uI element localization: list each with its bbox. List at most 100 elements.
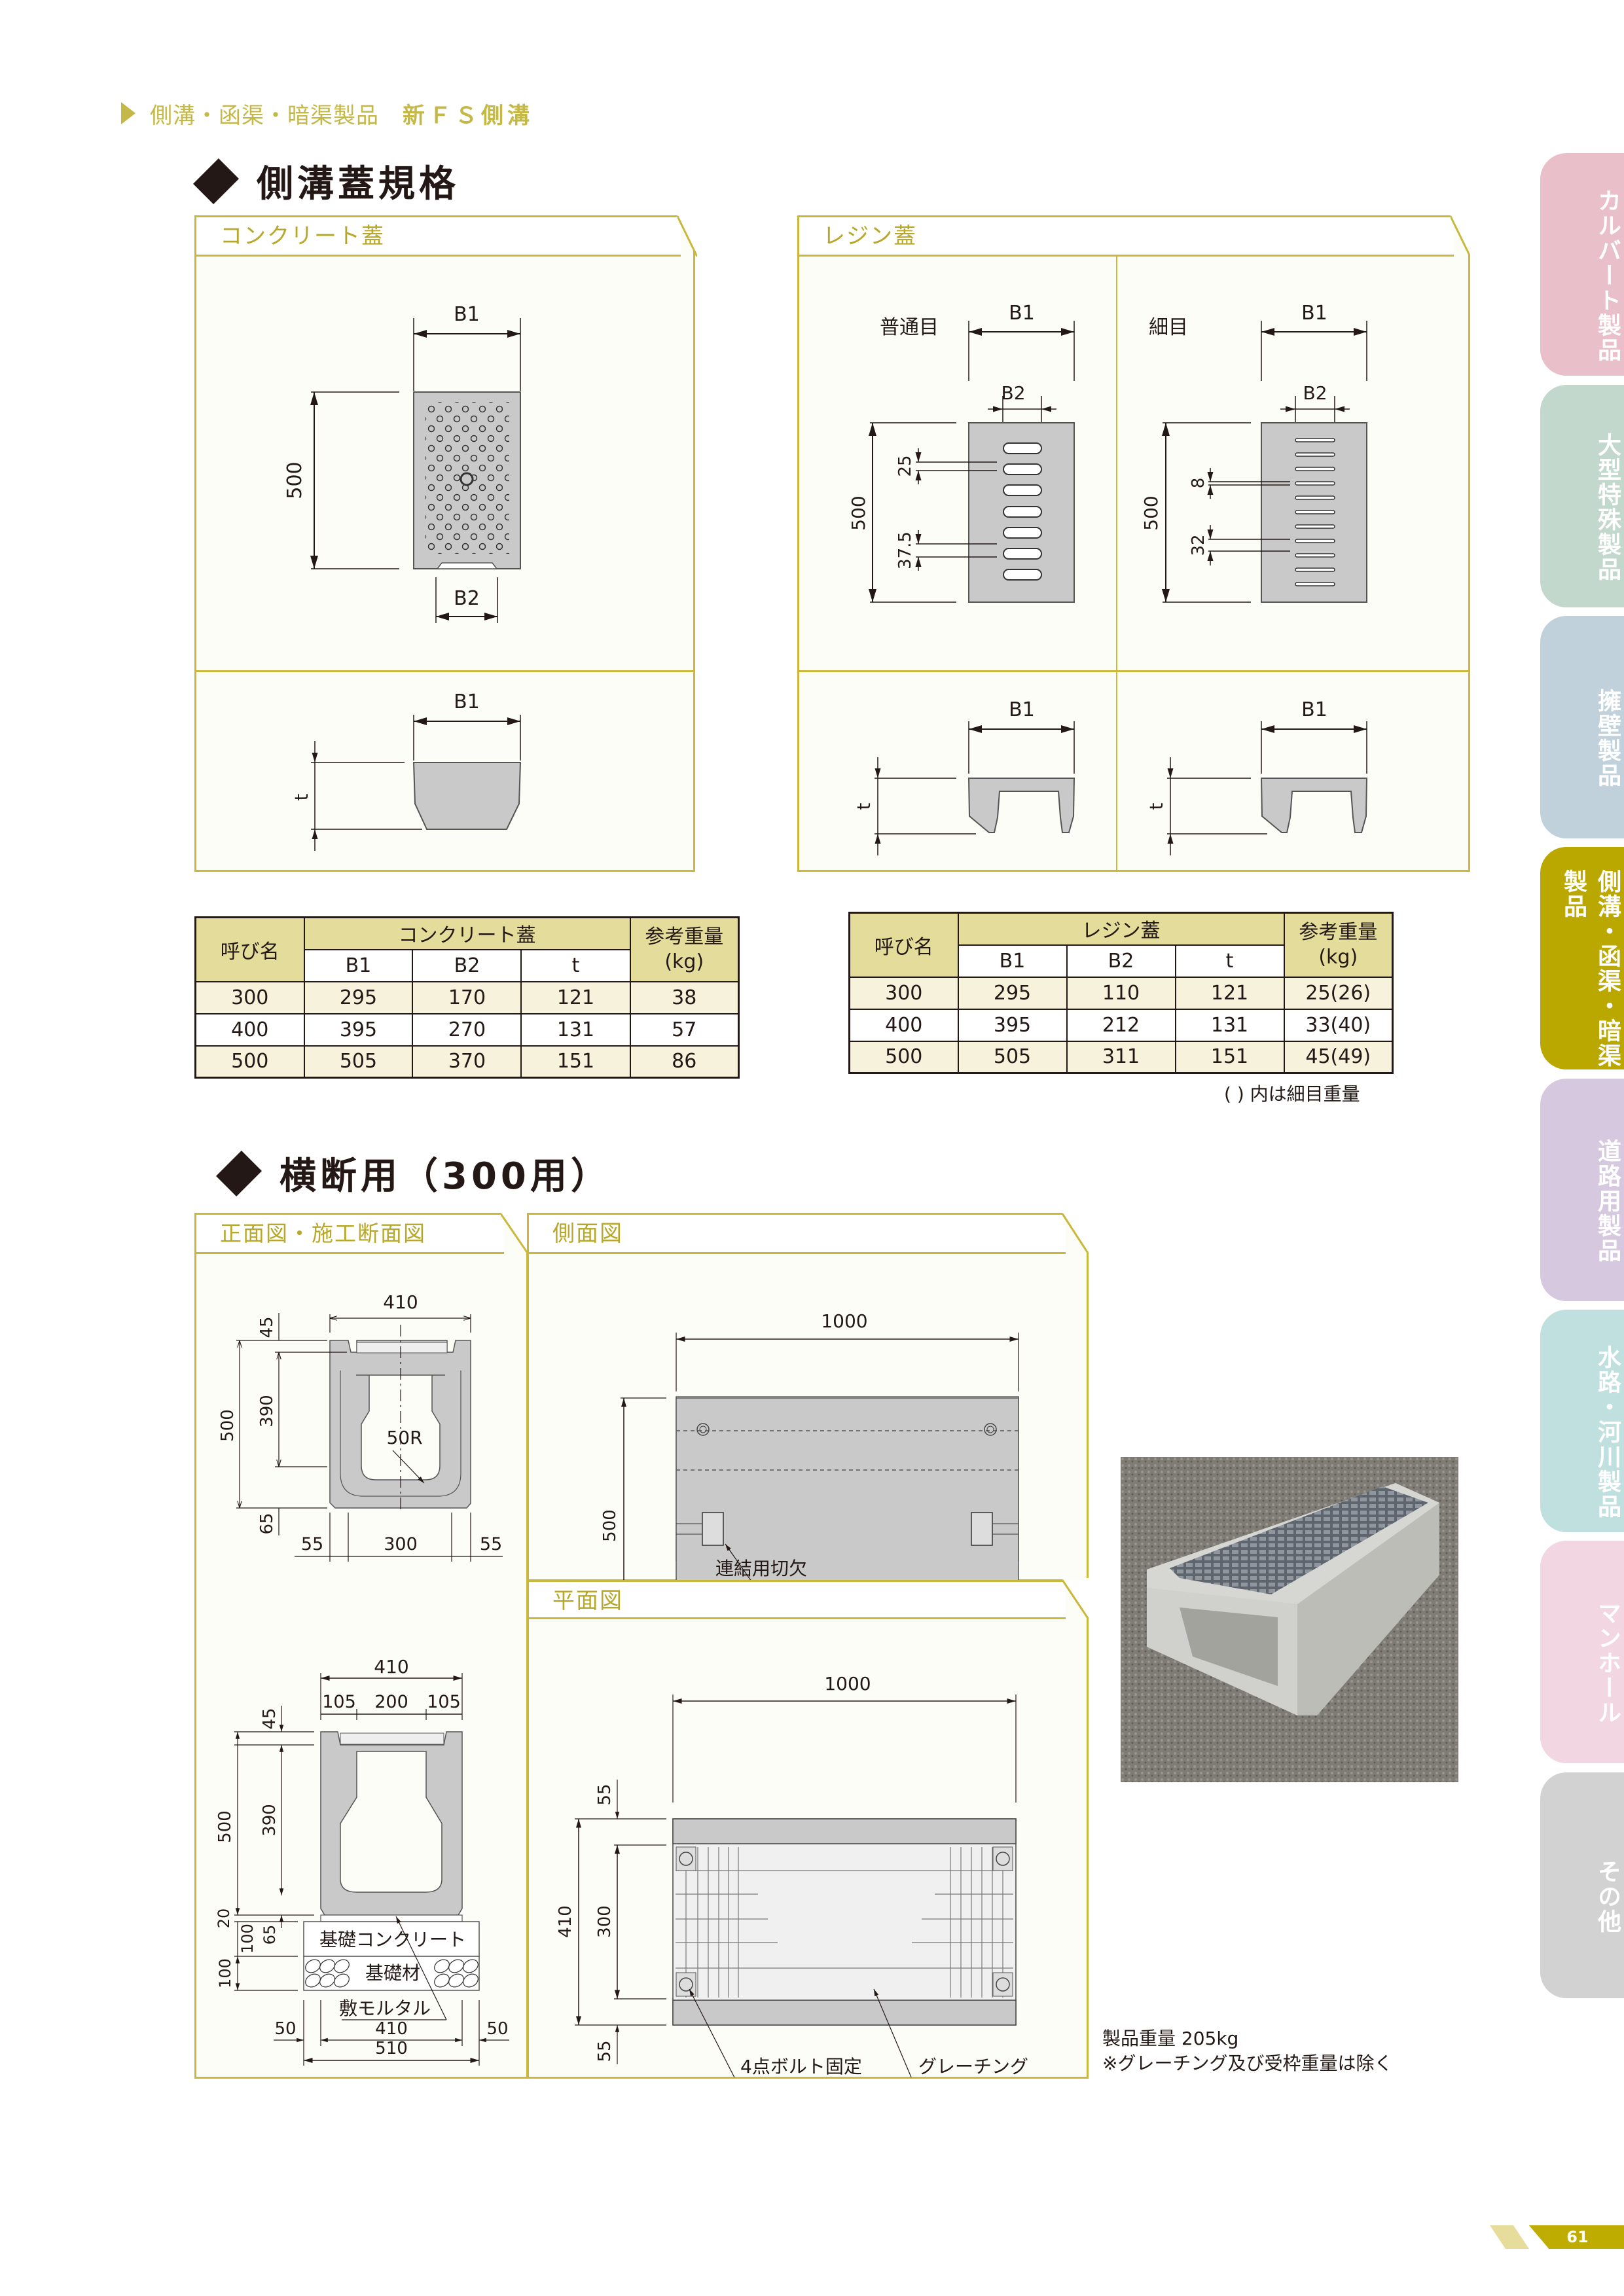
col-name-header: 呼び名 [194, 916, 305, 982]
svg-text:410: 410 [375, 2019, 408, 2039]
section-title-text: 側溝蓋規格 [257, 163, 460, 206]
side-tab-manhole[interactable]: マンホール [1540, 1541, 1624, 1763]
svg-text:45: 45 [257, 1316, 277, 1338]
panel-header: レジン蓋 [799, 217, 1454, 257]
svg-text:1000: 1000 [821, 1310, 867, 1332]
concrete-lid-panel: コンクリート蓋 B1 500 B2 B1 t [194, 215, 697, 872]
svg-text:105: 105 [322, 1692, 356, 1712]
svg-text:500: 500 [283, 461, 306, 499]
front-section-panel: 正面図・施工断面図 410 50R 500 45 390 65 [194, 1213, 528, 2079]
diamond-bullet-icon [215, 1150, 262, 1196]
triangle-right-icon [121, 102, 135, 124]
svg-text:410: 410 [556, 1905, 575, 1938]
svg-text:45: 45 [260, 1708, 280, 1729]
svg-text:55: 55 [480, 1534, 502, 1554]
svg-text:t: t [291, 793, 312, 800]
svg-text:B1: B1 [1301, 302, 1327, 325]
svg-text:65: 65 [257, 1513, 277, 1534]
svg-text:500: 500 [218, 1409, 238, 1442]
svg-text:B2: B2 [454, 587, 480, 610]
section-title-lid-spec: 側溝蓋規格 [192, 154, 460, 207]
svg-text:105: 105 [427, 1692, 461, 1712]
panel-corner [501, 1213, 528, 1254]
col-t: t [1174, 944, 1285, 978]
panel-header: 正面図・施工断面図 [196, 1215, 504, 1254]
resin-table-note: ( ) 内は細目重量 [1224, 1083, 1360, 1105]
svg-text:B1: B1 [454, 691, 480, 713]
product-photo-illustration [1121, 1457, 1458, 1782]
svg-text:55: 55 [595, 1784, 615, 1805]
svg-text:390: 390 [257, 1395, 277, 1427]
side-tab-other[interactable]: その他 [1540, 1772, 1624, 1998]
panel-corner [1062, 1213, 1089, 1254]
side-tab-waterway[interactable]: 水路・河川製品 [1540, 1310, 1624, 1532]
col-b2: B2 [412, 948, 522, 982]
svg-text:37.5: 37.5 [895, 531, 915, 569]
col-b1: B1 [957, 944, 1068, 978]
side-tab-large-special[interactable]: 大型特殊製品 [1540, 385, 1624, 607]
col-b2: B2 [1066, 944, 1176, 978]
svg-text:t: t [1146, 802, 1167, 810]
panel-corner [677, 215, 697, 257]
page-number: 61 [1566, 2228, 1589, 2246]
side-tab-retaining-wall[interactable]: 擁壁製品 [1540, 616, 1624, 838]
plan-view-panel: 平面図 1000 410 55 300 [527, 1578, 1089, 2079]
svg-text:390: 390 [260, 1804, 280, 1837]
panel-column-divider [1116, 257, 1117, 870]
svg-text:敷モルタル: 敷モルタル [339, 1998, 431, 2019]
svg-text:500: 500 [1140, 495, 1162, 530]
panel-corner [1062, 1578, 1089, 1619]
breadcrumb-category: 側溝・函渠・暗渠製品 [150, 102, 379, 129]
svg-text:B1: B1 [1009, 302, 1035, 325]
svg-text:B1: B1 [1301, 698, 1327, 721]
svg-text:t: t [853, 802, 875, 810]
side-tab-gutter-active[interactable]: 側溝・函渠・暗渠製品 [1540, 847, 1624, 1069]
col-group-header: レジン蓋 [957, 912, 1285, 946]
plan-view-drawing: 1000 410 55 300 55 4点ボルト固定 [556, 1673, 1028, 2077]
svg-text:200: 200 [374, 1692, 408, 1712]
svg-text:500: 500 [215, 1810, 235, 1843]
col-b1: B1 [303, 948, 414, 982]
svg-text:300: 300 [595, 1905, 615, 1938]
resin-lid-drawing: 普通目 B1 B2 500 25 37.5 細目 [848, 302, 1368, 855]
resin-lid-panel: レジン蓋 普通目 B1 B2 500 25 [797, 215, 1470, 872]
svg-text:100: 100 [238, 1924, 257, 1954]
side-tab-culvert[interactable]: カルバート製品 [1540, 153, 1624, 376]
col-weight-header: 参考重量(kg) [1283, 912, 1394, 978]
svg-text:55: 55 [595, 2040, 615, 2062]
panel-header: 側面図 [529, 1215, 1066, 1254]
diamond-bullet-icon [192, 158, 240, 204]
panel-divider [196, 670, 693, 672]
breadcrumb-product: 新ＦＳ側溝 [403, 102, 533, 129]
col-name-header: 呼び名 [848, 912, 959, 978]
svg-text:25: 25 [895, 455, 915, 476]
svg-text:300: 300 [384, 1534, 418, 1554]
col-weight-header: 参考重量(kg) [629, 916, 740, 982]
svg-text:グレーチング: グレーチング [918, 2056, 1028, 2077]
svg-text:100: 100 [216, 1958, 234, 1988]
breadcrumb: 側溝・函渠・暗渠製品 新ＦＳ側溝 [121, 97, 533, 130]
svg-text:32: 32 [1189, 534, 1208, 556]
svg-text:55: 55 [301, 1534, 323, 1554]
panel-corner [1451, 215, 1470, 257]
panel-divider [799, 670, 1468, 672]
page-number-decoration [1490, 2225, 1529, 2249]
weight-exclusion-note: ※グレーチング及び受枠重量は除く [1102, 2053, 1393, 2074]
svg-text:50R: 50R [386, 1427, 422, 1448]
svg-text:410: 410 [374, 1656, 408, 1677]
svg-text:B2: B2 [1001, 382, 1025, 404]
product-photo [1121, 1457, 1458, 1782]
svg-text:500: 500 [848, 495, 869, 530]
side-tab-road[interactable]: 道路用製品 [1540, 1079, 1624, 1301]
svg-text:B1: B1 [1009, 698, 1035, 721]
panel-header: コンクリート蓋 [196, 217, 681, 257]
product-weight: 製品重量 205kg [1102, 2028, 1239, 2049]
svg-text:連結用切欠: 連結用切欠 [715, 1558, 807, 1579]
svg-text:410: 410 [383, 1291, 418, 1313]
side-view-panel: 側面図 1000 連結用切欠 500 [527, 1213, 1089, 1581]
